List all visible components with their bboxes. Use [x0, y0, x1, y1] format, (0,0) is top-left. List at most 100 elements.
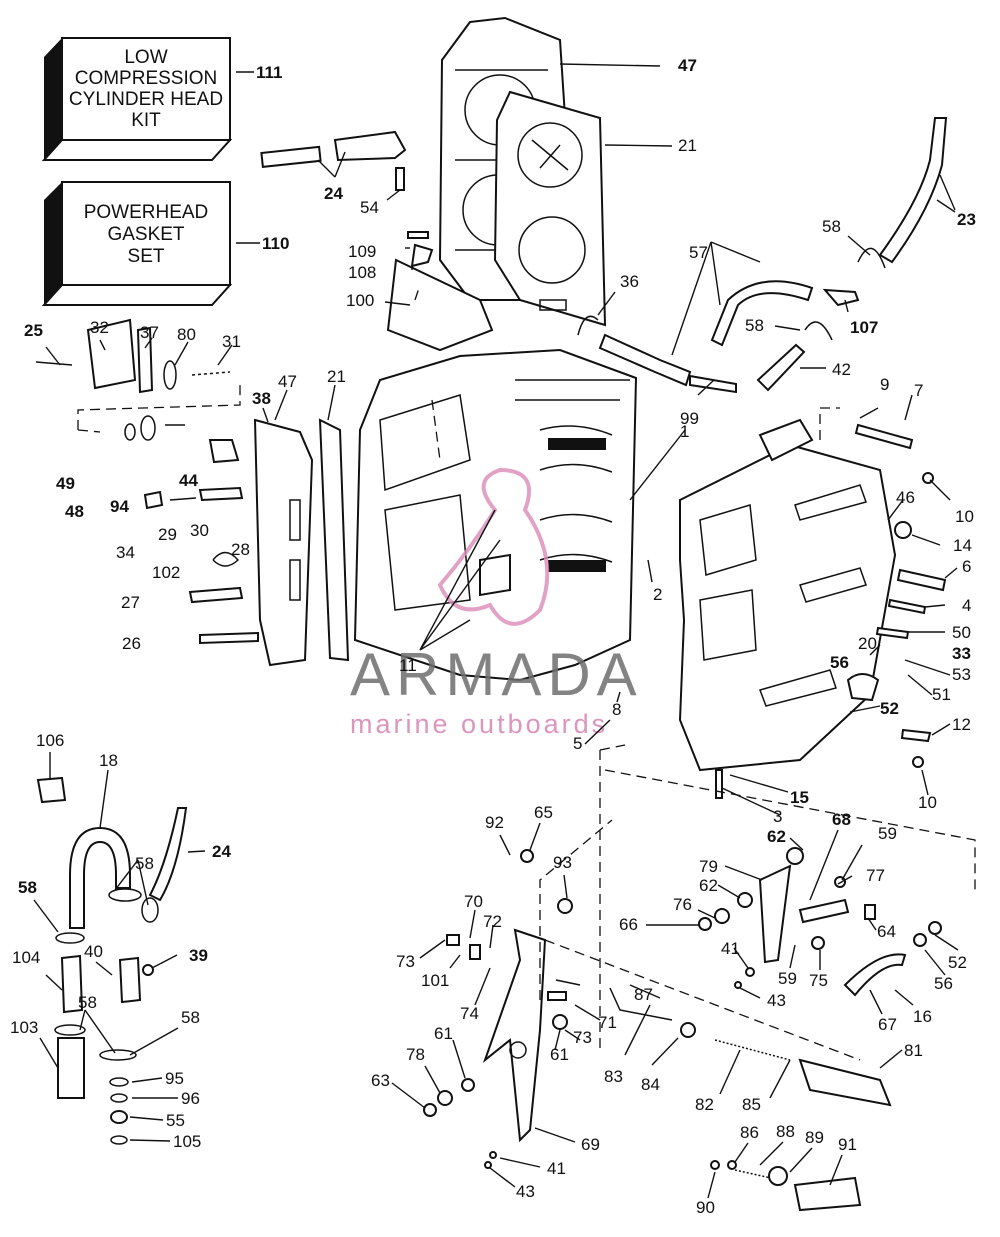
callout-label: 88 — [776, 1122, 795, 1141]
callout-label: 27 — [121, 593, 140, 612]
callout-label: 71 — [598, 1013, 617, 1032]
callout-label: 75 — [809, 971, 828, 990]
svg-text:COMPRESSION: COMPRESSION — [75, 68, 218, 89]
callout-label: 70 — [464, 892, 483, 911]
hardware-right — [715, 423, 947, 799]
callout-label: 66 — [619, 915, 638, 934]
callout-label: 91 — [838, 1135, 857, 1154]
callout-label: 10 — [918, 793, 937, 812]
callout-label: 69 — [581, 1135, 600, 1154]
callout-label: 15 — [790, 788, 809, 807]
callout-label: 10 — [955, 507, 974, 526]
callout-label: 95 — [165, 1069, 184, 1088]
kit-line: KIT — [131, 110, 161, 131]
callout-label: 50 — [952, 623, 971, 642]
callout-label: 26 — [122, 634, 141, 653]
callout-label: 43 — [767, 991, 786, 1010]
callout-label: 14 — [953, 536, 972, 555]
callout-label: 6 — [962, 557, 971, 576]
guide-lines — [77, 284, 976, 1061]
callout-label: 21 — [327, 367, 346, 386]
callout-label: 94 — [110, 497, 129, 516]
callout-label: 55 — [166, 1111, 185, 1130]
callout-label: 56 — [830, 653, 849, 672]
callout-label: 64 — [877, 922, 896, 941]
callout-label: 99 — [680, 409, 699, 428]
callout-label: 12 — [952, 715, 971, 734]
callout-label: 59 — [878, 824, 897, 843]
callout-label: 61 — [550, 1045, 569, 1064]
kit-line: POWERHEAD — [84, 202, 209, 223]
svg-text:CYLINDER HEAD: CYLINDER HEAD — [69, 89, 223, 110]
callout-label: 62 — [699, 876, 718, 895]
hose-parts-top — [260, 117, 948, 394]
callout-label: 38 — [252, 389, 271, 408]
callout-label: 76 — [673, 895, 692, 914]
powerhead-gasket-set-box: POWERHEAD GASKET SET 110 — [41, 181, 289, 306]
callout-label: 58 — [745, 316, 764, 335]
svg-text:KIT: KIT — [131, 110, 161, 131]
callout-label: 52 — [948, 953, 967, 972]
leader-lines — [33, 63, 959, 1199]
callout-label: 62 — [767, 827, 786, 846]
callout-label: 108 — [348, 263, 376, 282]
callout-label: 25 — [24, 321, 43, 340]
kit-line: COMPRESSION — [75, 68, 218, 89]
callout-label: 81 — [904, 1041, 923, 1060]
callout-label: 68 — [832, 810, 851, 829]
callout-label: 20 — [858, 634, 877, 653]
callout-label: 77 — [866, 866, 885, 885]
callout-label: 89 — [805, 1128, 824, 1147]
callout-label: 82 — [695, 1095, 714, 1114]
callout-label: 34 — [116, 543, 135, 562]
callout-label: 52 — [880, 699, 899, 718]
callout-label: 32 — [90, 318, 109, 337]
kit-line: LOW — [124, 47, 167, 68]
callout-label: 23 — [957, 210, 976, 229]
kit-line: SET — [128, 246, 165, 267]
callout-label: 51 — [932, 685, 951, 704]
callout-label: 58 — [822, 217, 841, 236]
callout-label: 44 — [179, 471, 198, 490]
callout-label: 109 — [348, 242, 376, 261]
callout-label: 11 — [399, 656, 417, 675]
callout-label: 33 — [952, 644, 971, 663]
callout-label: 4 — [962, 596, 971, 615]
callout-label: 80 — [177, 325, 196, 344]
callout-label: 85 — [742, 1095, 761, 1114]
kit-ref: 110 — [262, 234, 289, 253]
callout-label: 18 — [99, 751, 118, 770]
callout-label: 84 — [641, 1075, 660, 1094]
callout-label: 65 — [534, 803, 553, 822]
callout-label: 16 — [913, 1007, 932, 1026]
kit-ref: 111 — [256, 63, 283, 82]
callout-label: 63 — [371, 1071, 390, 1090]
callout-label: 67 — [878, 1015, 897, 1034]
callout-label: 30 — [190, 521, 209, 540]
callout-label: 28 — [231, 540, 250, 559]
callout-label: 103 — [10, 1018, 38, 1037]
callout-label: 39 — [189, 946, 208, 965]
watermark-tagline: marine outboards — [350, 709, 608, 739]
callout-label: 46 — [896, 488, 915, 507]
kit-line: GASKET — [107, 224, 184, 245]
callout-label: 58 — [135, 854, 154, 873]
callout-label: 48 — [65, 502, 84, 521]
callout-label: 36 — [620, 272, 639, 291]
svg-text:POWERHEAD: POWERHEAD — [84, 202, 209, 223]
svg-text:LOW: LOW — [124, 47, 167, 68]
callout-label: 58 — [78, 993, 97, 1012]
callout-label: 102 — [152, 563, 180, 582]
callout-label: 96 — [181, 1089, 200, 1108]
callout-label: 57 — [689, 243, 708, 262]
callout-label: 47 — [278, 372, 297, 391]
callout-label: 79 — [699, 857, 718, 876]
watermark: ARMADA marine outboards — [350, 467, 637, 739]
callout-label: 74 — [460, 1004, 479, 1023]
callout-label: 21 — [678, 136, 697, 155]
svg-text:SET: SET — [128, 246, 165, 267]
callout-label: 104 — [12, 948, 40, 967]
callout-label: 41 — [547, 1159, 566, 1178]
callout-label: 47 — [678, 56, 697, 75]
crankcase-block — [353, 348, 638, 682]
